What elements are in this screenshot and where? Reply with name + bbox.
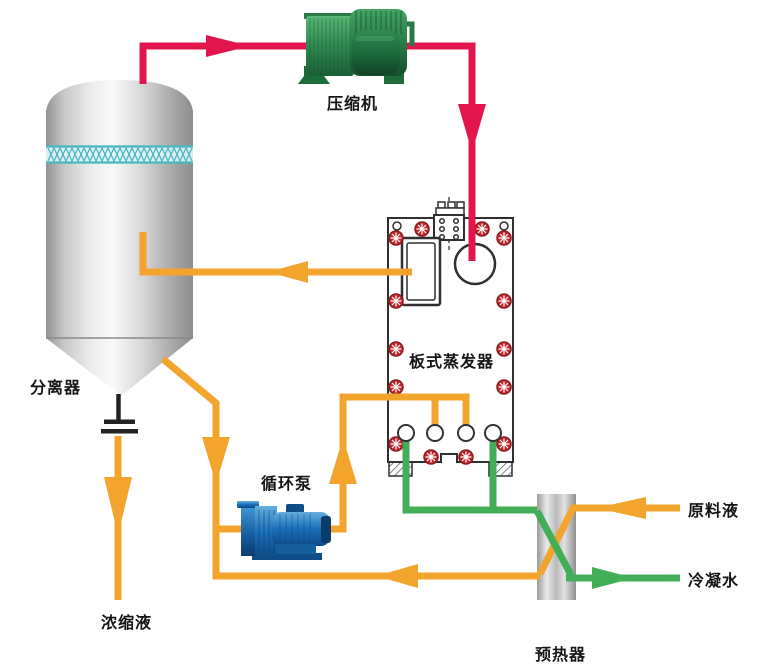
pump-casing bbox=[255, 506, 277, 558]
casing-rings bbox=[258, 510, 275, 554]
condensate-through-preheater bbox=[533, 509, 575, 577]
lifting-hole-left bbox=[392, 221, 402, 231]
compressor-label: 压缩机 bbox=[327, 96, 379, 113]
casing-ribs bbox=[355, 11, 402, 34]
nozzle bbox=[484, 424, 502, 442]
demister-zigzag-2 bbox=[47, 146, 193, 163]
pump-top-box bbox=[286, 504, 304, 514]
pump-base bbox=[252, 553, 322, 560]
motor-end-cap bbox=[321, 516, 331, 543]
drum-highlight bbox=[356, 36, 394, 41]
condensate-arrow-right bbox=[592, 567, 634, 589]
top-bolt-head bbox=[447, 201, 456, 209]
suction-pipe bbox=[241, 508, 255, 556]
return-arrow-left bbox=[268, 261, 308, 283]
condensate-lines-green bbox=[402, 441, 680, 589]
concentrated-liquid-label: 浓缩液 bbox=[101, 615, 153, 632]
circulation-pump-unit bbox=[237, 501, 331, 560]
top-bolt-head bbox=[456, 201, 465, 209]
separator-cone bbox=[46, 338, 193, 396]
motor-fins bbox=[279, 514, 311, 544]
liquid-lines-orange bbox=[104, 232, 680, 600]
lifting-hole-right bbox=[499, 221, 509, 231]
bottom-arrow-left bbox=[376, 564, 418, 588]
bracket-bolt-hole bbox=[452, 233, 460, 241]
preheater-label: 预热器 bbox=[535, 647, 587, 664]
drain-arrow-down bbox=[202, 437, 230, 484]
bracket-bolt-hole bbox=[438, 217, 446, 225]
bracket-bolt-hole bbox=[452, 217, 460, 225]
bottom-drain-flange bbox=[101, 394, 138, 434]
evaporator-to-separator-pipe bbox=[139, 232, 412, 276]
vapor-arrow-down bbox=[458, 104, 486, 152]
compressor-unit bbox=[298, 9, 415, 84]
flange-bar-upper bbox=[104, 419, 135, 424]
feed-liquid-label: 原料液 bbox=[688, 503, 740, 520]
circulation-pump-label: 循环泵 bbox=[261, 476, 313, 493]
flange-bar-lower bbox=[101, 429, 138, 434]
compressor-fins bbox=[309, 18, 351, 74]
plate-evaporator-label: 板式蒸发器 bbox=[409, 354, 495, 371]
motor-foot bbox=[276, 544, 316, 554]
bracket-bolt-hole bbox=[452, 225, 460, 233]
top-bolt-head bbox=[437, 201, 446, 209]
discharge-arrow-up bbox=[329, 438, 357, 484]
demister-band bbox=[46, 145, 193, 164]
vapor-arrow-right bbox=[206, 35, 250, 57]
condensate-water-label: 冷凝水 bbox=[688, 573, 740, 590]
nozzle bbox=[426, 424, 444, 442]
feed-arrow-left bbox=[596, 497, 646, 519]
concentrate-arrow-down bbox=[104, 477, 132, 535]
top-flange-bar bbox=[435, 207, 465, 216]
pump-motor bbox=[272, 512, 330, 546]
top-bracket-plate bbox=[433, 214, 465, 241]
demister-zigzag bbox=[47, 146, 193, 163]
pump-discharge-pipe bbox=[329, 393, 470, 533]
nozzle bbox=[397, 424, 415, 442]
nozzle bbox=[457, 424, 475, 442]
bracket-bolt-hole bbox=[438, 225, 446, 233]
compressor-front-drum bbox=[352, 30, 400, 75]
separator-body bbox=[46, 80, 193, 338]
evaporator-nozzles bbox=[397, 424, 502, 442]
separator-label: 分离器 bbox=[30, 380, 82, 397]
suction-flange bbox=[237, 501, 259, 508]
